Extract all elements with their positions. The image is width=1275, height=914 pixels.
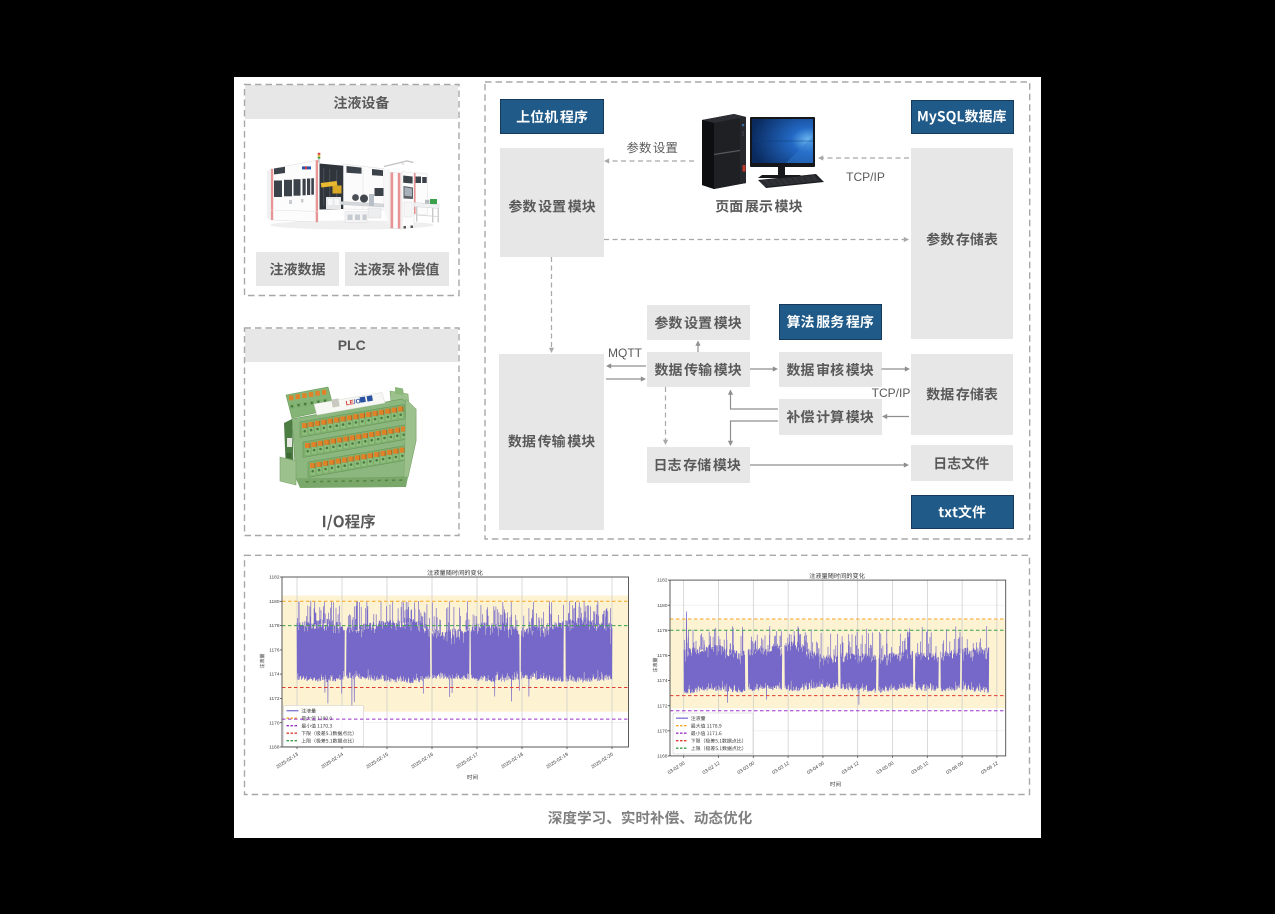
svg-text:LE/O: LE/O <box>345 398 361 408</box>
svg-text:2025-02-14: 2025-02-14 <box>320 752 344 771</box>
svg-text:03-04 12: 03-04 12 <box>841 760 861 776</box>
svg-text:1174: 1174 <box>657 678 668 684</box>
svg-text:1176: 1176 <box>657 653 668 659</box>
svg-text:1168: 1168 <box>269 745 280 751</box>
svg-text:2025-02-16: 2025-02-16 <box>410 752 434 771</box>
svg-text:1168: 1168 <box>657 754 668 760</box>
svg-text:03-05 12: 03-05 12 <box>910 760 930 776</box>
svg-text:03-02 00: 03-02 00 <box>667 760 687 776</box>
svg-text:2025-02-15: 2025-02-15 <box>365 752 389 771</box>
svg-text:1182: 1182 <box>269 575 280 581</box>
svg-text:TCP/IP: TCP/IP <box>872 386 911 400</box>
svg-text:MQTT: MQTT <box>608 346 643 360</box>
svg-text:2025-02-20: 2025-02-20 <box>590 752 614 771</box>
svg-text:1178: 1178 <box>657 628 668 634</box>
svg-text:03-02 12: 03-02 12 <box>702 760 722 776</box>
svg-text:03-06 00: 03-06 00 <box>945 760 965 776</box>
svg-text:2025-02-17: 2025-02-17 <box>455 752 479 771</box>
svg-text:1172: 1172 <box>657 703 668 709</box>
svg-text:1178: 1178 <box>269 623 280 629</box>
svg-text:1174: 1174 <box>269 672 280 678</box>
svg-text:1180: 1180 <box>657 603 668 609</box>
svg-text:PLC: PLC <box>338 337 366 353</box>
svg-text:1176: 1176 <box>269 648 280 654</box>
svg-text:1172: 1172 <box>269 696 280 702</box>
svg-text:03-03 00: 03-03 00 <box>736 760 756 776</box>
svg-text:03-05 00: 03-05 00 <box>876 760 896 776</box>
svg-text:TCP/IP: TCP/IP <box>846 170 885 184</box>
svg-text:2025-02-13: 2025-02-13 <box>275 752 299 771</box>
svg-text:2025-02-18: 2025-02-18 <box>500 752 524 771</box>
svg-text:2025-02-19: 2025-02-19 <box>545 752 569 771</box>
svg-text:1182: 1182 <box>657 578 668 584</box>
svg-text:03-03 12: 03-03 12 <box>771 760 791 776</box>
svg-text:1170: 1170 <box>657 728 668 734</box>
svg-text:1180: 1180 <box>269 599 280 605</box>
svg-text:03-06 12: 03-06 12 <box>980 760 1000 776</box>
svg-text:1170: 1170 <box>269 720 280 726</box>
svg-text:03-04 00: 03-04 00 <box>806 760 826 776</box>
